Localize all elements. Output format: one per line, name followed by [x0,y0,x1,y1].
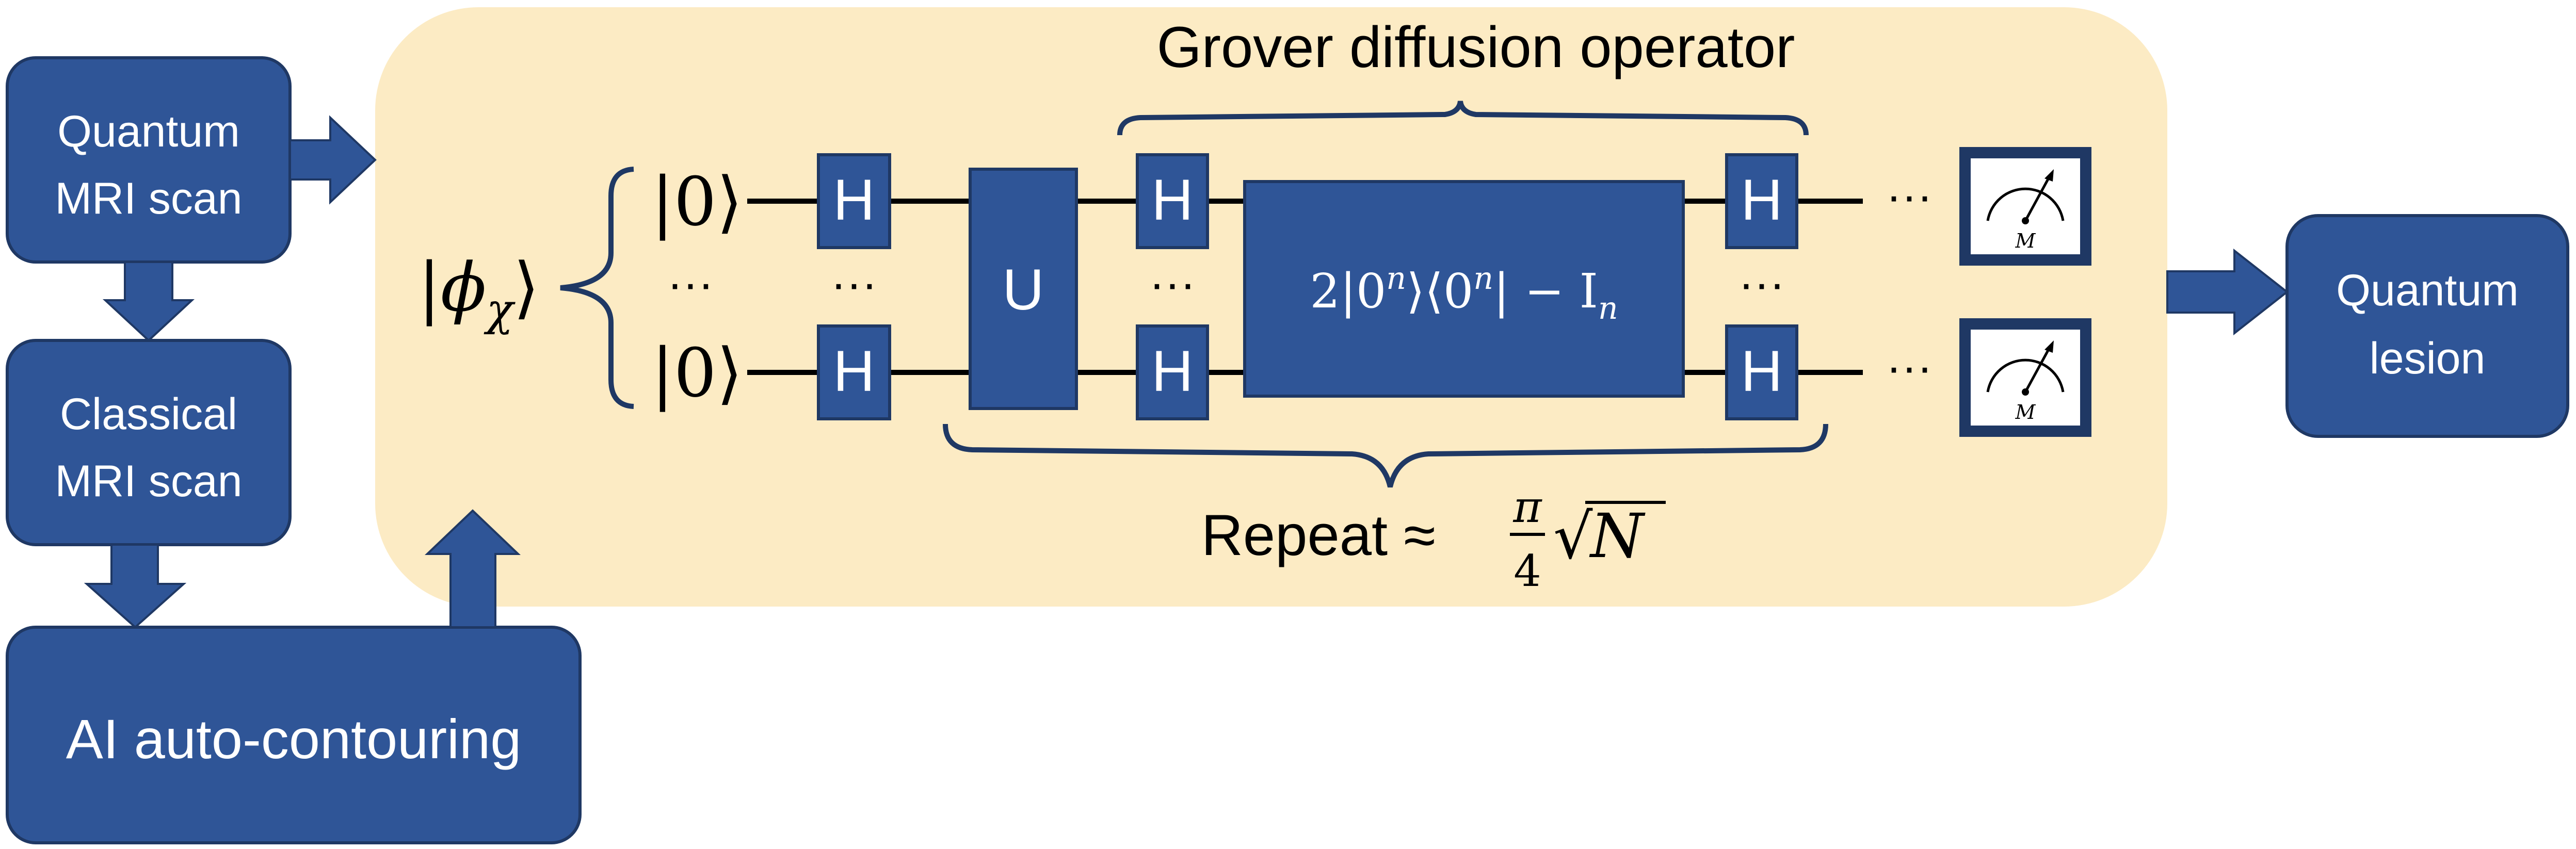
classical-mri-scan-box: Classical MRI scan [6,339,292,546]
svg-text:M: M [2015,401,2036,423]
repeat-word: Repeat ≈ [1201,503,1436,567]
repeat-sqrt: √ [1553,501,1593,573]
arrow-circuit-to-lesion [2166,248,2289,336]
h-gate: H [1136,153,1209,249]
h-gate: H [817,153,891,249]
h-gate: H [817,324,891,420]
classical-mri-scan-line1: Classical [60,389,237,439]
grover-brace [1117,101,1809,136]
h-gate: H [1136,324,1209,420]
state-chi: χ [484,284,516,336]
svg-text:H: H [1741,339,1783,403]
ellipsis-col4: ··· [1738,258,1785,309]
ai-auto-contouring-box: AI auto-contouring [6,626,582,844]
ket-zero-top: |0⟩ [651,162,743,241]
repeat-label: Repeat ≈ π 4 √ N [1201,482,1666,596]
grover-diffusion-label: Grover diffusion operator [1157,15,1795,79]
qubit-brace [560,167,634,409]
diffusion-operator-gate: 2|0n⟩⟨0n| − In [1243,180,1685,398]
classical-mri-scan-line2: MRI scan [55,456,242,506]
state-phi: ϕ [441,248,487,326]
h-gate: H [1725,324,1798,420]
quantum-lesion-line2: lesion [2370,334,2486,383]
measurement-meter-icon: M [1959,318,2091,437]
repeat-n: N [1589,500,1646,572]
svg-text:H: H [1152,339,1194,403]
hadamard-gates: H H H H H H [817,153,1798,420]
ellipsis-col1: ··· [667,258,714,309]
quantum-mri-scan-box: Quantum MRI scan [6,56,292,264]
arrow-ai-to-circuit [425,509,521,628]
ket-zero-bottom: |0⟩ [651,334,743,412]
oracle-label: U [1003,257,1044,322]
svg-text:M: M [2015,230,2036,252]
svg-text:H: H [1152,168,1194,232]
oracle-gate: U [969,168,1078,410]
quantum-lesion-box: Quantum lesion [2285,214,2569,438]
diffusion-operator-formula: 2|0n⟩⟨0n| − In [1310,260,1618,326]
ellipsis-col2: ··· [831,258,877,309]
ellipsis-col3: ··· [1149,258,1196,309]
state-bar: | [418,248,441,326]
svg-text:|ϕχ⟩: |ϕχ⟩ [418,248,539,336]
quantum-mri-scan-line1: Quantum [57,107,240,156]
svg-text:H: H [833,168,875,232]
arrow-classical-to-ai [84,544,187,629]
repeat-pi: π [1512,482,1542,532]
ellipsis-wire-top: ··· [1886,170,1933,222]
ellipsis-wire-bottom: ··· [1886,341,1933,393]
svg-text:H: H [1741,168,1783,232]
quantum-lesion-line1: Quantum [2336,266,2519,315]
arrow-quantum-to-classical [102,261,195,342]
measurement-meter-icon: M [1959,147,2091,266]
repeat-four: 4 [1514,546,1541,596]
state-ket: ⟩ [513,248,540,326]
input-state-label: |ϕχ⟩ [418,248,539,336]
quantum-mri-scan-line2: MRI scan [55,174,242,223]
svg-text:H: H [833,339,875,403]
repeat-brace [943,423,1828,488]
ai-auto-contouring-label: AI auto-contouring [66,708,522,770]
h-gate: H [1725,153,1798,249]
arrow-quantum-mri-to-circuit [289,115,377,205]
